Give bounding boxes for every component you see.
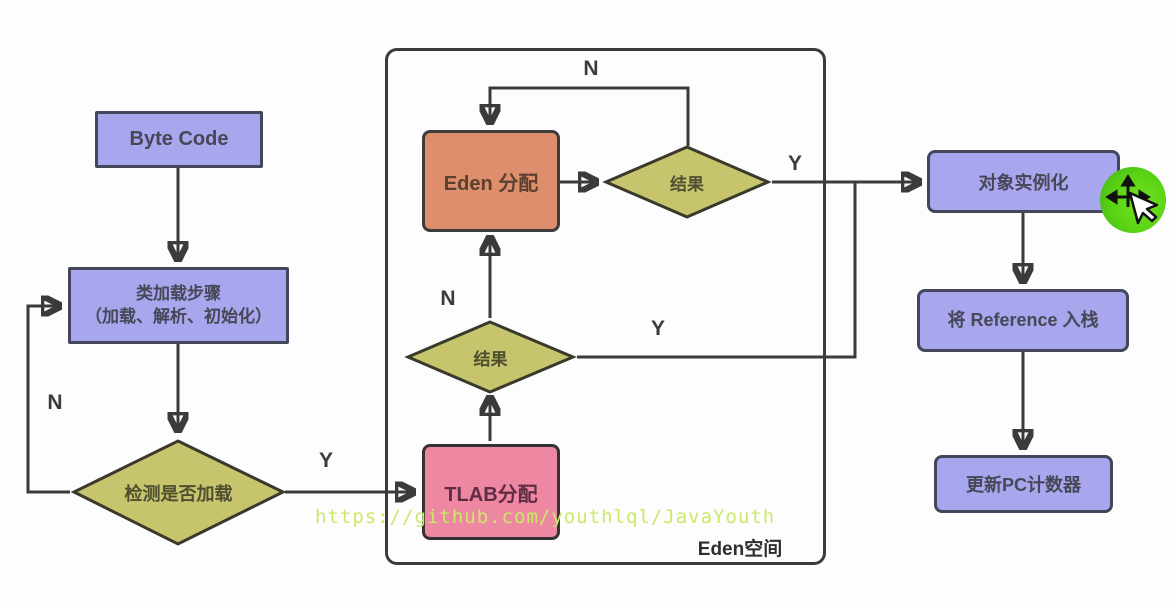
- result-lower-diamond-shape: [404, 320, 577, 394]
- node-update-pc-counter: 更新PC计数器: [934, 455, 1113, 513]
- edge-label-n-result-to-eden: N: [440, 287, 456, 310]
- edge-label-n-reload-loop: N: [47, 391, 63, 414]
- tlab-alloc-label: TLAB分配: [444, 483, 538, 506]
- eden-space-container: [385, 48, 826, 565]
- move-cursor-icon: [1105, 174, 1159, 225]
- node-result-upper-diamond: 结果: [602, 144, 772, 220]
- edge-label-n-eden-retry: N: [583, 57, 599, 80]
- eden-alloc-label: Eden 分配: [443, 172, 539, 195]
- node-object-instantiate: 对象实例化: [927, 150, 1120, 213]
- node-byte-code: Byte Code: [95, 111, 263, 168]
- node-tlab-alloc: TLAB分配: [422, 444, 560, 540]
- watermark-text: https://github.com/youthlql/JavaYouth: [315, 506, 776, 528]
- arrow-check-n-loop-to-classload: [26, 306, 70, 494]
- result-upper-label: 结果: [670, 174, 704, 194]
- edge-label-y-to-instantiate: Y: [787, 152, 803, 175]
- node-class-load-steps: 类加载步骤 （加载、解析、初始化）: [68, 267, 289, 344]
- eden-space-label: Eden空间: [697, 539, 783, 560]
- node-reference-push: 将 Reference 入栈: [917, 289, 1129, 352]
- node-check-loaded-diamond: 检测是否加载: [70, 438, 287, 547]
- result-upper-diamond-shape: [602, 145, 772, 219]
- line-result-lower-y-junction: [577, 183, 857, 359]
- result-lower-label: 结果: [473, 349, 508, 369]
- object-instantiate-label: 对象实例化: [978, 172, 1069, 193]
- class-load-line1: 类加载步骤: [136, 284, 221, 304]
- cursor-highlight: [1100, 167, 1166, 233]
- node-result-lower-diamond: 结果: [404, 319, 577, 395]
- edge-label-y-to-tlab: Y: [318, 449, 334, 472]
- edge-label-y-result-lower: Y: [650, 317, 666, 340]
- reference-push-label: 将 Reference 入栈: [947, 310, 1099, 331]
- class-load-line2: （加载、解析、初始化）: [85, 306, 272, 326]
- node-eden-alloc: Eden 分配: [422, 130, 560, 232]
- update-pc-label: 更新PC计数器: [965, 475, 1081, 495]
- check-loaded-diamond-shape: [70, 439, 287, 546]
- byte-code-label: Byte Code: [129, 128, 229, 150]
- arrow-result-upper-n-loop-to-eden: [490, 86, 690, 146]
- check-loaded-label: 检测是否加载: [124, 483, 233, 504]
